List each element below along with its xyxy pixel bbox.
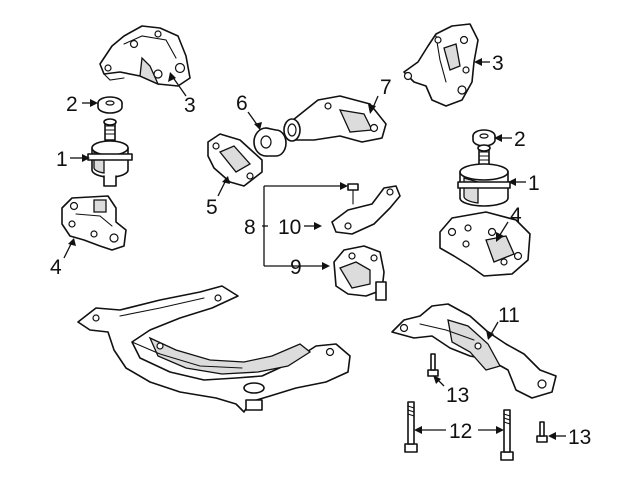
engine-mount-right — [457, 144, 511, 207]
callout-6: 6 — [236, 92, 248, 115]
bolt-short-middle — [427, 353, 439, 377]
callout-13-right: 13 — [568, 426, 591, 449]
bolt-short-right — [536, 421, 548, 443]
washer-left — [97, 96, 123, 114]
front-subframe — [77, 285, 351, 413]
transmission-mount — [333, 245, 387, 301]
transmission-crossmember — [391, 303, 557, 399]
callout-2-right: 2 — [514, 128, 526, 151]
callout-5: 5 — [206, 196, 218, 219]
callout-10: 10 — [278, 216, 301, 239]
bolt-long-left — [404, 401, 418, 453]
callout-1-left: 1 — [56, 148, 68, 171]
mount-base-right — [439, 211, 531, 277]
mount-base-left — [61, 195, 127, 251]
callout-4-left: 4 — [50, 256, 62, 279]
callout-11: 11 — [498, 304, 520, 327]
callout-12: 12 — [449, 420, 472, 443]
callout-13-middle: 13 — [446, 384, 469, 407]
bolt-long-right — [500, 409, 514, 461]
callout-1-right: 1 — [528, 172, 540, 195]
callout-4-right: 4 — [510, 204, 522, 227]
bracket-bolt — [347, 183, 359, 205]
callout-numbers: 3 2 1 4 6 5 7 3 2 1 4 8 10 9 11 13 12 13 — [50, 52, 591, 449]
callout-3-right: 3 — [492, 52, 504, 75]
callout-2-left: 2 — [66, 93, 78, 116]
engine-mount-left — [87, 118, 133, 187]
washer-right — [472, 129, 496, 147]
bushing — [253, 127, 287, 157]
leader-lines — [63, 58, 566, 440]
callout-3-left: 3 — [184, 94, 196, 117]
callout-7: 7 — [380, 76, 392, 99]
torque-arm — [283, 95, 387, 143]
mount-bracket-left — [99, 25, 191, 87]
mount-plate — [207, 133, 263, 187]
support-bracket — [331, 185, 401, 235]
callout-9: 9 — [290, 256, 302, 279]
mount-bracket-right — [403, 23, 479, 107]
callout-8: 8 — [244, 216, 256, 239]
